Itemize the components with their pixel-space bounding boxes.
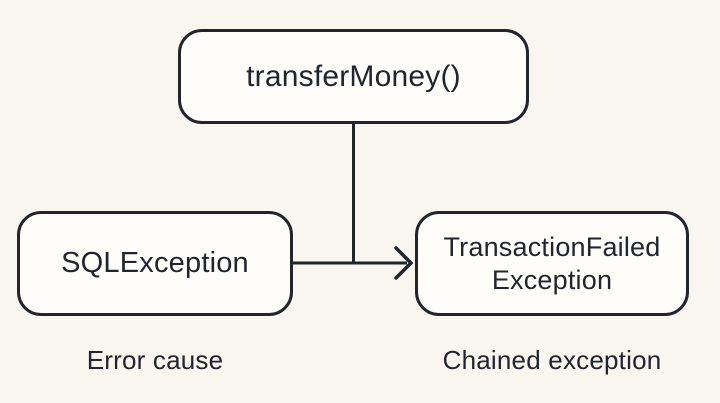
arrowhead-icon — [394, 246, 414, 280]
node-transactionfailedexception-label-line2: Exception — [491, 264, 613, 295]
node-sqlexception-label: SQLException — [61, 247, 249, 279]
node-sqlexception: SQLException — [17, 211, 293, 316]
node-transactionfailedexception-label-line1: TransactionFailed — [443, 231, 661, 262]
node-transactionfailedexception: TransactionFailed Exception — [415, 211, 689, 316]
node-transfermoney-label: transferMoney() — [246, 59, 461, 93]
node-transfermoney: transferMoney() — [178, 29, 529, 124]
caption-chained-exception: Chained exception — [442, 345, 662, 375]
caption-error-cause: Error cause — [86, 345, 224, 375]
